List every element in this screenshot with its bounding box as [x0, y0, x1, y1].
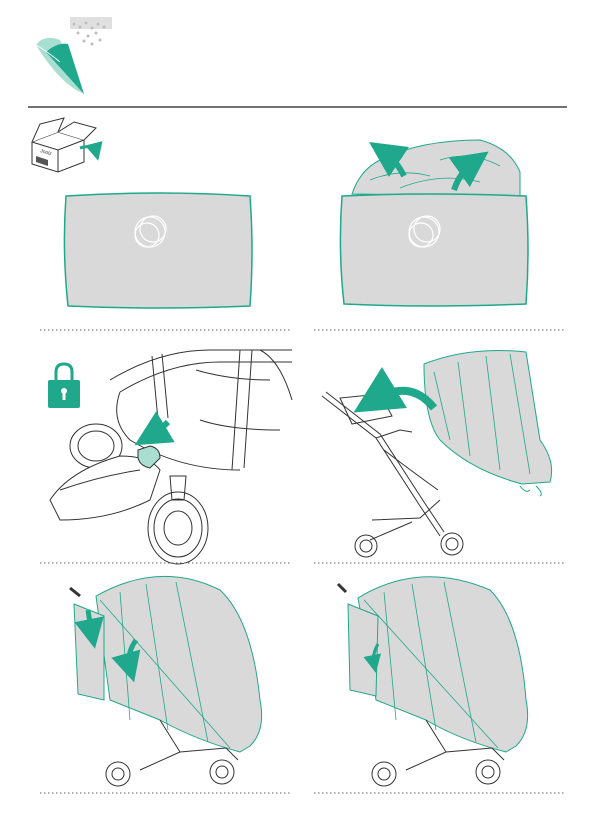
padlock-icon	[48, 364, 80, 408]
fold-down-side-flaps-icon	[70, 576, 262, 786]
unfold-raincover-arrows-icon	[340, 140, 528, 306]
place-raincover-over-stroller-icon	[322, 351, 552, 558]
raincover-fitted-icon	[338, 577, 528, 786]
raincover-rain-icon	[36, 17, 112, 94]
attach-clip-to-frame-icon	[50, 350, 292, 564]
folded-raincover-icon	[64, 193, 252, 308]
arrow-icon	[150, 422, 168, 436]
unpack-box-icon	[32, 118, 96, 172]
